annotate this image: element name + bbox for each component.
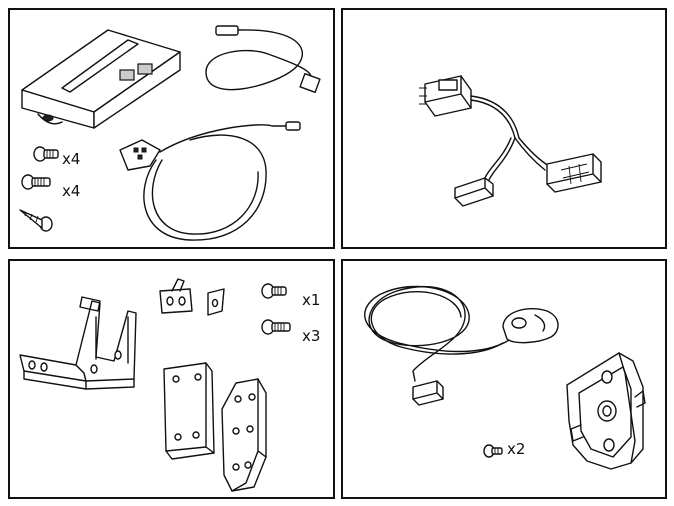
quantity-label: x4 (62, 182, 81, 200)
quantity-label: x2 (507, 440, 526, 458)
quantity-label: x1 (302, 291, 321, 309)
antenna-cable-icon (205, 25, 321, 94)
panel-wiring-harness (341, 8, 667, 249)
screw-icon (261, 319, 291, 335)
sensor-cable-icon (119, 121, 301, 241)
screw-icon (33, 146, 59, 162)
mounting-plate-icon (221, 378, 267, 492)
quantity-label: x4 (62, 150, 81, 168)
small-clip-icon (207, 288, 225, 316)
screw-icon (21, 174, 51, 190)
self-tapping-screw-icon (19, 209, 53, 232)
panel-sensor-kit: x2 (341, 259, 667, 499)
mounting-plate-icon (163, 362, 215, 460)
sensor-holder-icon (566, 352, 646, 470)
screw-icon (483, 444, 503, 458)
sensor-cable-icon (364, 285, 559, 382)
panel-mounting-brackets: x1 x3 (8, 259, 335, 499)
wiring-harness-icon (419, 75, 602, 207)
mounting-bracket-icon (19, 296, 137, 390)
connector-icon (412, 380, 444, 406)
small-bracket-icon (159, 278, 193, 314)
screw-icon (261, 283, 287, 299)
quantity-label: x3 (302, 327, 321, 345)
control-module-icon (21, 29, 181, 129)
panel-control-module-kit: x4 x4 (8, 8, 335, 249)
